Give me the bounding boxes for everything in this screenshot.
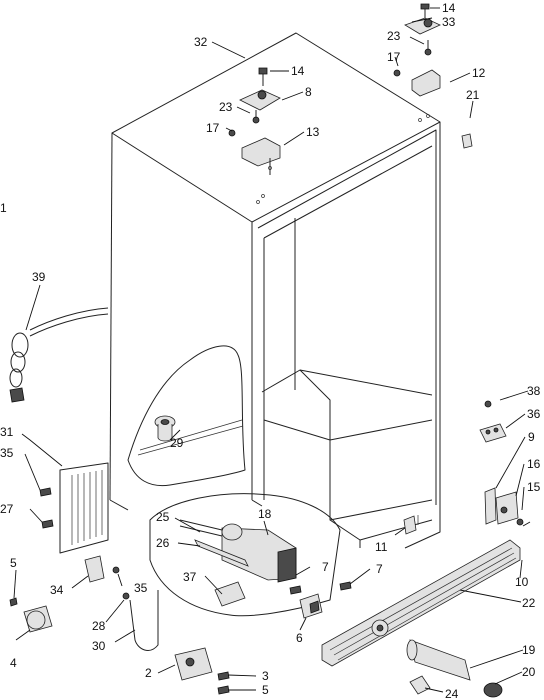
callout-25: 25 [156, 510, 170, 524]
callout-20: 20 [522, 665, 536, 679]
callout-38: 38 [527, 384, 541, 398]
center-top-hinge [228, 67, 281, 175]
callout-18: 18 [258, 507, 272, 521]
callout-23-center: 23 [219, 100, 233, 114]
toe-grille [321, 539, 521, 667]
callout-2: 2 [145, 666, 152, 680]
callout-36: 36 [527, 407, 541, 421]
callout-34: 34 [50, 583, 64, 597]
callout-33: 33 [442, 15, 456, 29]
callout-14-top: 14 [442, 1, 456, 15]
callout-22: 22 [522, 596, 536, 610]
callout-8: 8 [305, 85, 312, 99]
callout-6: 6 [296, 631, 303, 645]
callout-5-bottom: 5 [262, 683, 269, 697]
water-filter-housing [154, 415, 176, 442]
machine-compartment-cover [59, 462, 109, 554]
callout-17-right: 17 [387, 50, 401, 64]
callout-23-right: 23 [387, 29, 401, 43]
lower-right-hinge [484, 487, 524, 526]
power-cord [9, 307, 109, 403]
callout-7-right: 7 [376, 562, 383, 576]
part-27-screw [41, 519, 54, 529]
part-21-clip [461, 133, 473, 149]
filter-cap [483, 682, 503, 698]
part-24-clip [409, 675, 431, 695]
callout-28: 28 [92, 619, 106, 633]
water-valve-assembly [179, 519, 297, 607]
callout-11: 11 [375, 540, 388, 554]
callout-35-left: 35 [0, 446, 14, 460]
callout-26: 26 [156, 536, 170, 550]
callout-10: 10 [515, 575, 529, 589]
callout-15: 15 [527, 480, 541, 494]
callout-1: 1 [0, 201, 7, 215]
part-35-screw-a [39, 487, 52, 497]
water-inlet-valve-bracket [174, 647, 230, 695]
roller-bracket [479, 400, 507, 443]
callout-32: 32 [194, 35, 208, 49]
callout-12: 12 [472, 66, 486, 80]
cabinet-body [109, 32, 441, 549]
callout-17-center: 17 [206, 121, 220, 135]
leader-lines [13, 7, 531, 693]
callout-5-left: 5 [10, 556, 17, 570]
callout-30: 30 [92, 639, 106, 653]
cutaway-lower-compartment [149, 493, 341, 617]
callout-24: 24 [445, 687, 459, 700]
water-line-fittings [9, 555, 159, 651]
callout-16: 16 [527, 457, 541, 471]
callout-21: 21 [466, 88, 480, 102]
upper-right-hinge [393, 3, 441, 97]
callout-35-center: 35 [134, 581, 148, 595]
callout-39: 39 [32, 270, 46, 284]
cutaway-back-panel [127, 345, 246, 487]
callout-14-center: 14 [291, 64, 305, 78]
part-11-clip [403, 515, 417, 535]
callout-37: 37 [183, 570, 197, 584]
callout-7-left: 7 [322, 560, 329, 574]
callout-19: 19 [522, 643, 536, 657]
callout-29: 29 [170, 436, 184, 450]
callout-31: 31 [0, 425, 14, 439]
callout-3: 3 [262, 669, 269, 683]
callout-9: 9 [528, 430, 535, 444]
part-6-bracket [299, 593, 323, 619]
water-filter-cartridge [406, 639, 471, 681]
callout-4: 4 [10, 656, 17, 670]
callout-13: 13 [306, 125, 320, 139]
part-7-screw-b [339, 581, 352, 591]
part-7-screw-a [289, 585, 302, 595]
callout-27: 27 [0, 502, 14, 516]
